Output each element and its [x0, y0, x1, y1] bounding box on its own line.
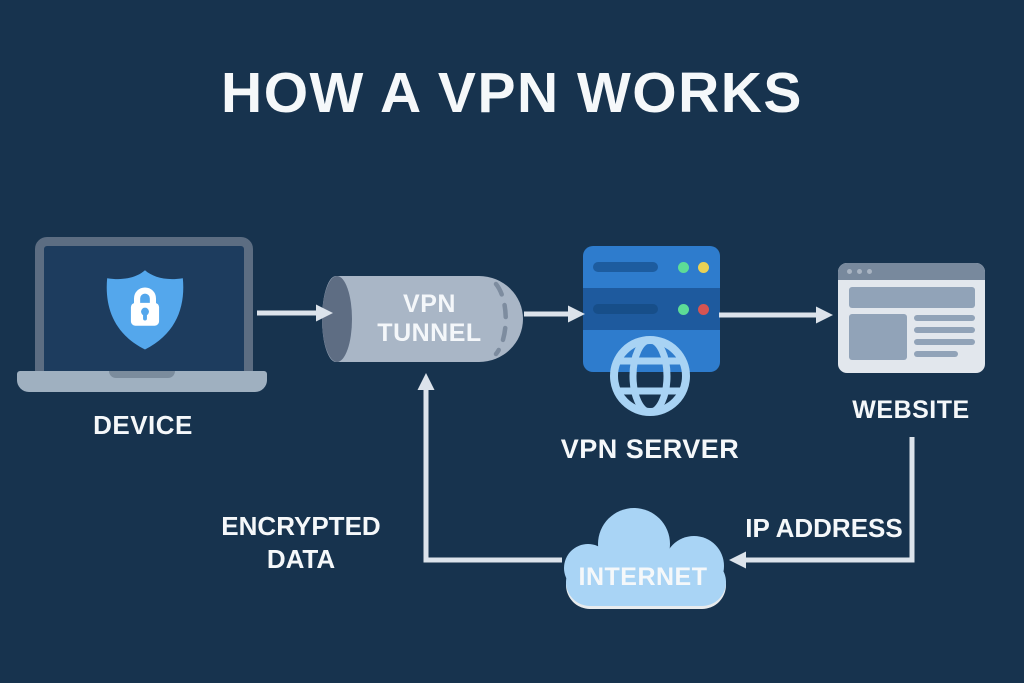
encrypted-data-line2: DATA — [266, 544, 336, 574]
vpn-tunnel-label-line1: VPN — [403, 290, 456, 318]
server-band — [583, 246, 720, 288]
browser-titlebar — [838, 263, 985, 280]
server-slot — [593, 262, 658, 272]
cloud-shape — [564, 508, 726, 606]
server-led-green — [678, 261, 689, 273]
page-title: HOW A VPN WORKS — [221, 61, 803, 125]
keyhole-stem — [143, 313, 147, 321]
ip-address-label: IP ADDRESS — [745, 513, 903, 543]
lock-shackle — [134, 287, 156, 305]
encrypted-data-label: ENCRYPTED DATA — [171, 510, 431, 576]
laptop-notch — [109, 371, 175, 378]
globe-icon — [610, 336, 690, 416]
browser-dot-icon — [847, 269, 852, 274]
device-label: DEVICE — [93, 410, 193, 440]
browser-window-icon — [838, 263, 985, 373]
shield-lock-icon — [106, 270, 184, 350]
vpn-tunnel-icon: VPN TUNNEL — [322, 276, 523, 362]
encrypted-data-line1: ENCRYPTED — [221, 511, 381, 541]
tunnel-body — [322, 276, 523, 362]
server-led-yellow — [698, 261, 709, 273]
cloud-icon — [564, 508, 726, 609]
server-icon — [583, 246, 720, 372]
browser-image-block — [849, 314, 907, 360]
browser-text-line — [914, 315, 975, 321]
server-led-red — [698, 303, 709, 315]
browser-text-line — [914, 339, 975, 345]
tunnel-dashed-edge — [493, 281, 508, 357]
internet-label: INTERNET — [578, 563, 708, 591]
laptop-icon — [35, 237, 253, 391]
browser-dot-icon — [867, 269, 872, 274]
browser-text-line — [914, 351, 958, 357]
website-label: WEBSITE — [852, 396, 970, 424]
server-slot — [593, 304, 658, 314]
vpn-tunnel-label: VPN TUNNEL — [322, 276, 523, 362]
keyhole — [141, 307, 149, 316]
vpn-server-label: VPN SERVER — [560, 434, 740, 464]
laptop-base — [17, 371, 267, 392]
browser-hero-block — [849, 287, 975, 308]
browser-dot-icon — [857, 269, 862, 274]
arrow-internet-to-tunnel — [417, 373, 562, 563]
vpn-tunnel-label-line2: TUNNEL — [377, 319, 482, 347]
server-led-green — [678, 303, 689, 315]
server-band — [583, 288, 720, 330]
browser-text-line — [914, 327, 975, 333]
